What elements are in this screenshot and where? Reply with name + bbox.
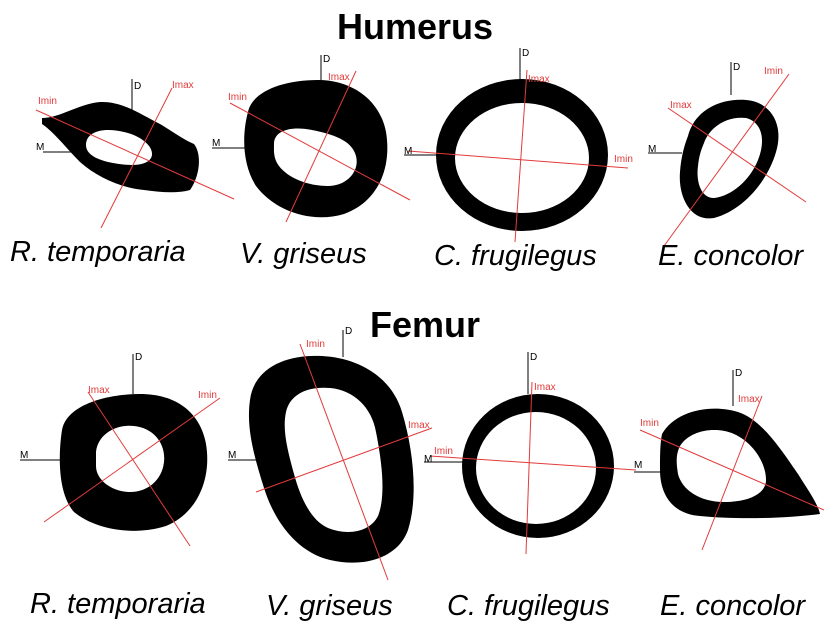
label-medial: M [20,450,28,461]
label-medial: M [424,454,432,465]
label-dorsal: D [735,368,742,379]
cross-section-humerus-c-frugilegus: D M Imin Imax [404,48,633,242]
cross-section-femur-c-frugilegus: D M Imin Imax [424,352,636,554]
label-imax: Imax [328,72,350,83]
marrow-cavity [96,426,164,492]
femur-species-label-c-frugilegus: C. frugilegus [447,590,610,623]
label-imax: Imax [172,80,194,91]
label-medial: M [212,138,220,149]
label-imax: Imax [528,74,550,85]
cross-section-femur-r-temporaria: D M Imax Imin [20,352,220,546]
label-imin: Imin [614,154,633,165]
label-dorsal: D [323,54,330,65]
label-imax: Imax [88,385,110,396]
cross-section-humerus-v-griseus: D M Imin Imax [212,54,410,222]
label-dorsal: D [134,81,141,92]
marrow-cavity [455,103,589,213]
label-medial: M [36,142,44,153]
label-imax: Imax [670,100,692,111]
cross-section-humerus-e-concolor: D M Imin Imax [648,62,806,246]
humerus-species-label-r-temporaria: R. temporaria [10,236,186,269]
cross-section-femur-v-griseus: D M Imin Imax [228,326,432,580]
label-dorsal: D [522,48,529,59]
femur-species-label-e-concolor: E. concolor [660,590,805,623]
label-dorsal: D [135,352,142,363]
humerus-species-label-c-frugilegus: C. frugilegus [434,240,597,273]
label-imin: Imin [38,96,57,107]
label-dorsal: D [345,326,352,337]
cross-section-femur-e-concolor: D M Imin Imax [634,368,824,550]
humerus-species-label-e-concolor: E. concolor [658,240,803,273]
marrow-cavity [476,412,596,524]
label-dorsal: D [530,352,537,363]
femur-species-label-v-griseus: V. griseus [266,590,393,623]
label-imin: Imin [198,390,217,401]
label-imax: Imax [534,382,556,393]
label-imax: Imax [738,394,760,405]
label-imin: Imin [764,66,783,77]
label-dorsal: D [733,62,740,73]
label-imin: Imin [306,339,325,350]
label-medial: M [648,144,656,155]
label-imin: Imin [434,446,453,457]
label-medial: M [634,460,642,471]
label-imin: Imin [640,418,659,429]
cross-section-humerus-r-temporaria: D M Imin Imax [36,79,234,228]
label-imax: Imax [408,420,430,431]
label-imin: Imin [228,92,247,103]
label-medial: M [404,146,412,157]
femur-species-label-r-temporaria: R. temporaria [30,588,206,621]
humerus-species-label-v-griseus: V. griseus [240,238,367,271]
label-medial: M [228,450,236,461]
